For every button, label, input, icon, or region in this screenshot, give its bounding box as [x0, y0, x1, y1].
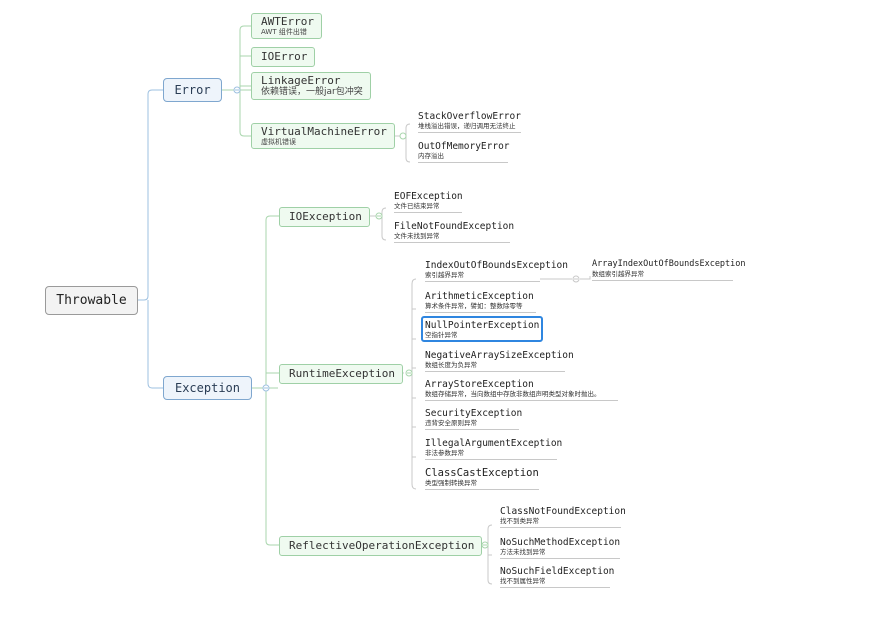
node-io-exception[interactable]: IOException [279, 207, 370, 227]
vm-error-desc: 虚拟机错误 [261, 138, 296, 146]
io-error-title: IOError [261, 50, 308, 63]
fnf-desc: 文件未找到异常 [394, 232, 440, 240]
sec-desc: 违背安全原则异常 [425, 419, 477, 427]
sec-title: SecurityException [425, 408, 523, 419]
vm-error-title: VirtualMachineError [261, 125, 387, 138]
ioob-title: IndexOutOfBoundsException [425, 260, 568, 271]
arith-title: ArithmeticException [425, 291, 534, 302]
cnf-desc: 找不到类异常 [500, 517, 539, 525]
leaf-class-not-found-exception[interactable]: ClassNotFoundException 找不到类异常 [500, 506, 626, 528]
ase-desc: 数组存储异常，当向数组中存放非数组声明类型对象时抛出。 [425, 390, 601, 398]
oom-title: OutOfMemoryError [418, 141, 510, 152]
node-linkage-error[interactable]: LinkageError 依赖错误，一般jar包冲突 [251, 72, 371, 100]
root-node-throwable[interactable]: Throwable [45, 286, 138, 315]
fnf-title: FileNotFoundException [394, 221, 515, 232]
ase-title: ArrayStoreException [425, 379, 534, 390]
oom-desc: 内存溢出 [418, 152, 444, 160]
node-exception-label: Exception [174, 381, 241, 395]
node-error-label: Error [174, 83, 211, 97]
leaf-out-of-memory-error[interactable]: OutOfMemoryError 内存溢出 [418, 141, 510, 163]
cce-title: ClassCastException [425, 467, 539, 479]
linkage-error-title: LinkageError [261, 74, 341, 87]
io-exception-title: IOException [289, 210, 362, 223]
npe-desc: 空指针异常 [425, 331, 458, 339]
leaf-array-store-exception[interactable]: ArrayStoreException 数组存储异常，当向数组中存放非数组声明类… [425, 379, 618, 401]
leaf-index-out-of-bounds-exception[interactable]: IndexOutOfBoundsException 索引越界异常 [425, 260, 568, 282]
stack-overflow-desc: 堆栈溢出错误，递归调用无法终止 [418, 122, 516, 130]
stack-overflow-title: StackOverflowError [418, 111, 521, 122]
awt-error-desc: AWT 组件出错 [261, 28, 307, 36]
node-runtime-exception[interactable]: RuntimeException [279, 364, 403, 384]
reflective-exception-title: ReflectiveOperationException [289, 539, 475, 552]
leaf-arithmetic-exception[interactable]: ArithmeticException 算术条件异常，譬如：整数除零等 [425, 291, 536, 313]
leaf-array-index-out-of-bounds-exception[interactable]: ArrayIndexOutOfBoundsException 数组索引越界异常 [592, 259, 746, 281]
cce-desc: 类型强制转换异常 [425, 479, 477, 487]
aioob-desc: 数组索引越界异常 [592, 270, 644, 278]
nsf-title: NoSuchFieldException [500, 566, 615, 577]
eof-title: EOFException [394, 191, 463, 202]
node-awt-error[interactable]: AWTError AWT 组件出错 [251, 13, 322, 39]
leaf-no-such-method-exception[interactable]: NoSuchMethodException 方法未找到异常 [500, 537, 620, 559]
leaf-illegal-argument-exception[interactable]: IllegalArgumentException 非法参数异常 [425, 438, 563, 460]
leaf-null-pointer-exception[interactable]: NullPointerException 空指针异常 [421, 316, 544, 342]
eof-desc: 文件已结束异常 [394, 202, 440, 210]
node-reflective-operation-exception[interactable]: ReflectiveOperationException [279, 536, 483, 556]
leaf-eof-exception[interactable]: EOFException 文件已结束异常 [394, 191, 463, 213]
leaf-negative-array-size-exception[interactable]: NegativeArraySizeException 数组长度为负异常 [425, 350, 574, 372]
iae-title: IllegalArgumentException [425, 438, 563, 449]
node-virtual-machine-error[interactable]: VirtualMachineError 虚拟机错误 [251, 123, 395, 149]
root-label: Throwable [56, 293, 127, 308]
nsm-title: NoSuchMethodException [500, 537, 621, 548]
leaf-class-cast-exception[interactable]: ClassCastException 类型强制转换异常 [425, 468, 539, 490]
node-io-error[interactable]: IOError [251, 47, 316, 67]
nase-title: NegativeArraySizeException [425, 350, 574, 361]
cnf-title: ClassNotFoundException [500, 506, 626, 517]
leaf-stack-overflow-error[interactable]: StackOverflowError 堆栈溢出错误，递归调用无法终止 [418, 111, 521, 133]
iae-desc: 非法参数异常 [425, 449, 464, 457]
leaf-file-not-found-exception[interactable]: FileNotFoundException 文件未找到异常 [394, 221, 515, 243]
linkage-error-desc: 依赖错误，一般jar包冲突 [261, 87, 363, 97]
node-exception[interactable]: Exception [163, 376, 252, 400]
leaf-security-exception[interactable]: SecurityException 违背安全原则异常 [425, 408, 523, 430]
aioob-title: ArrayIndexOutOfBoundsException [592, 259, 746, 269]
arith-desc: 算术条件异常，譬如：整数除零等 [425, 302, 523, 310]
ioob-desc: 索引越界异常 [425, 271, 464, 279]
nsf-desc: 找不到属性异常 [500, 577, 546, 585]
nase-desc: 数组长度为负异常 [425, 361, 477, 369]
node-error[interactable]: Error [163, 78, 222, 102]
awt-error-title: AWTError [261, 15, 314, 28]
leaf-no-such-field-exception[interactable]: NoSuchFieldException 找不到属性异常 [500, 566, 615, 588]
nsm-desc: 方法未找到异常 [500, 548, 546, 556]
runtime-exception-title: RuntimeException [289, 367, 395, 380]
npe-title: NullPointerException [425, 320, 540, 331]
